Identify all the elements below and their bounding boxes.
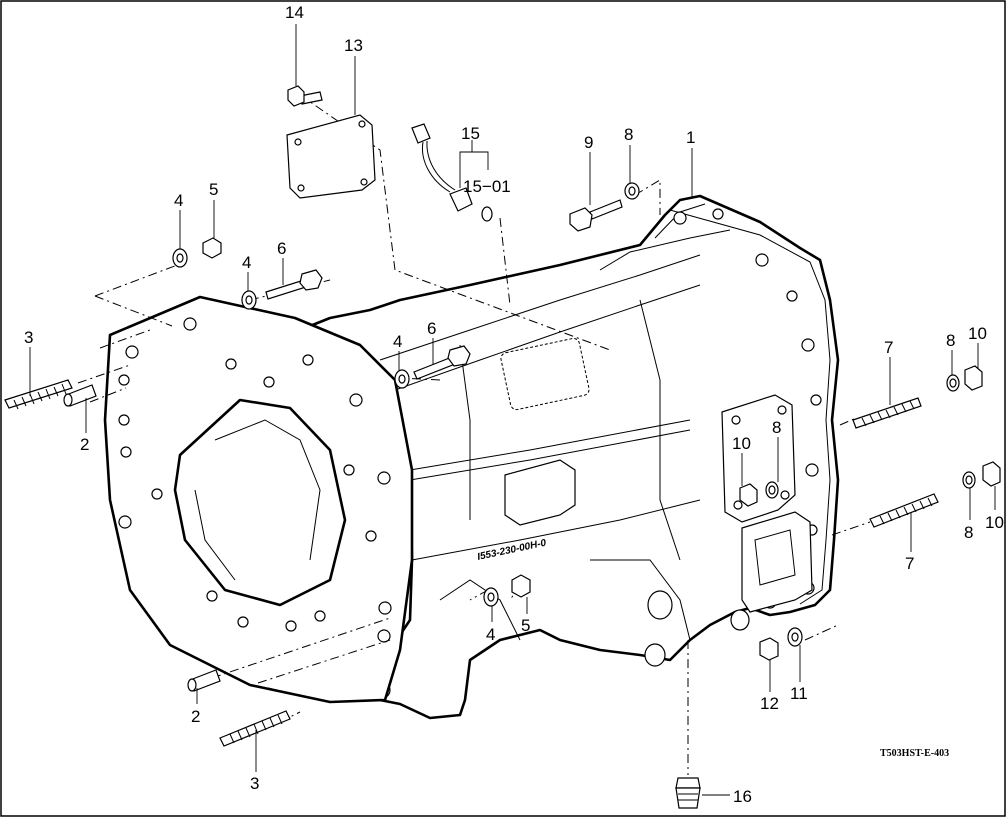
switch-part-15 bbox=[411, 123, 493, 222]
nut-part-12 bbox=[759, 637, 779, 661]
callout-8: 8 bbox=[624, 125, 633, 144]
front-flange bbox=[103, 295, 414, 704]
washers-part-8 bbox=[624, 182, 976, 499]
callout-4: 4 bbox=[242, 253, 251, 272]
callout-12: 12 bbox=[760, 694, 779, 713]
studs-part-3 bbox=[4, 379, 291, 747]
callout-2: 2 bbox=[80, 435, 89, 454]
callout-5: 5 bbox=[521, 616, 530, 635]
callout-8: 8 bbox=[964, 523, 973, 542]
callout-16: 16 bbox=[733, 787, 752, 806]
figure-reference-code: T503HST-E-403 bbox=[880, 748, 949, 759]
callout-3: 3 bbox=[250, 774, 259, 793]
callout-9: 9 bbox=[584, 133, 593, 152]
callout-3: 3 bbox=[24, 328, 33, 347]
callout-15-01: 15−01 bbox=[463, 177, 511, 196]
transmission-case bbox=[298, 194, 840, 720]
nuts-part-10 bbox=[739, 365, 1001, 507]
callout-8: 8 bbox=[772, 418, 781, 437]
callout-2: 2 bbox=[191, 707, 200, 726]
callout-1: 1 bbox=[686, 128, 695, 147]
plug-part-16 bbox=[675, 777, 701, 809]
callout-10: 10 bbox=[985, 513, 1004, 532]
cover-part-13 bbox=[286, 114, 376, 199]
callout-6: 6 bbox=[427, 319, 436, 338]
callout-14: 14 bbox=[285, 3, 304, 22]
callout-5: 5 bbox=[209, 180, 218, 199]
callout-10: 10 bbox=[968, 324, 987, 343]
callout-11: 11 bbox=[790, 684, 808, 703]
leader-lines bbox=[29, 24, 996, 796]
callout-numbers: 14 13 15 15−01 9 8 1 4 5 4 6 3 2 4 6 7 8… bbox=[24, 3, 1004, 806]
callout-8: 8 bbox=[946, 331, 955, 350]
nuts-part-5 bbox=[202, 237, 531, 598]
dowel-pins-part-2 bbox=[63, 384, 221, 692]
callout-6: 6 bbox=[277, 239, 286, 258]
callout-4: 4 bbox=[393, 332, 402, 351]
callout-15: 15 bbox=[461, 124, 480, 143]
washer-part-11 bbox=[787, 627, 803, 647]
callout-7: 7 bbox=[905, 554, 914, 573]
bolt-part-9 bbox=[569, 199, 623, 232]
callout-4: 4 bbox=[486, 625, 495, 644]
bolts-part-6 bbox=[265, 269, 471, 380]
callout-4: 4 bbox=[174, 191, 183, 210]
callout-10: 10 bbox=[732, 434, 751, 453]
bolt-part-14 bbox=[287, 85, 323, 107]
studs-part-7 bbox=[852, 397, 939, 528]
callout-7: 7 bbox=[884, 338, 893, 357]
washers-part-4 bbox=[172, 248, 499, 607]
callout-13: 13 bbox=[344, 36, 363, 55]
